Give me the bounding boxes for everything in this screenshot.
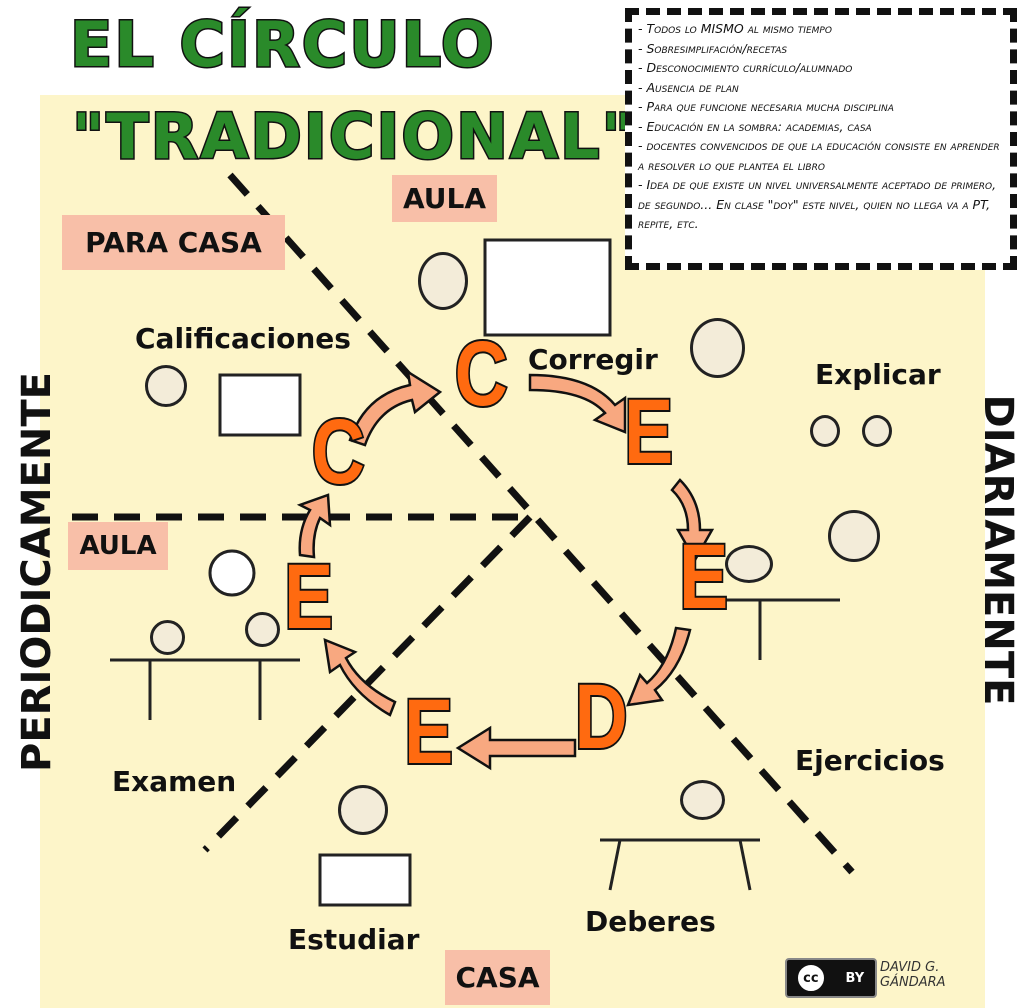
step-label-examen: Examen <box>112 765 237 798</box>
cycle-letter-corregir: C <box>453 321 509 427</box>
step-label-deberes: Deberes <box>585 905 716 938</box>
note-item: - Idea de que existe un nivel universalm… <box>638 177 997 231</box>
cc-icon: cc <box>797 965 824 991</box>
grades-sheet-illustration <box>218 373 302 437</box>
place-tag-aula-left: AULA <box>68 522 168 570</box>
exam-figure <box>150 620 185 655</box>
student-figure <box>810 415 840 447</box>
arrow-e-to-d <box>626 626 692 707</box>
clock-illustration <box>208 549 256 597</box>
cycle-letter-estudiar: E <box>403 679 455 785</box>
homework-desk-illustration <box>600 838 760 891</box>
cycle-letter-examen: E <box>283 544 335 650</box>
step-label-calificaciones: Calificaciones <box>135 322 351 355</box>
exercise-figure <box>828 510 880 562</box>
cycle-letter-ejercicios: E <box>678 524 730 630</box>
step-label-estudiar: Estudiar <box>288 923 420 956</box>
whiteboard-illustration <box>483 238 612 337</box>
notes-box: - Todos lo MISMO al mismo tiempo - Sobre… <box>625 8 1017 270</box>
note-item: - Desconocimiento currículo/alumnado <box>638 60 853 75</box>
dashed-divider-diagonal <box>227 172 855 875</box>
exercise-figure <box>725 545 773 583</box>
author-signature: DAVID G. GÁNDARA <box>880 960 946 990</box>
arrow-c-to-c <box>348 369 443 447</box>
arrow-e-to-e <box>670 478 715 563</box>
note-item: - Sobresimplifación/recetas <box>638 40 788 56</box>
title-line-2: "TRADICIONAL" <box>71 99 636 175</box>
attribution-icon: BY <box>845 970 865 986</box>
cycle-letter-explicar: E <box>623 379 675 485</box>
desks-illustration <box>110 598 840 720</box>
student-figure <box>862 415 892 447</box>
arrow-e-to-e-left <box>323 638 397 717</box>
place-tag-aula-top: AULA <box>392 175 497 222</box>
studying-figure <box>338 785 388 835</box>
note-item: - Ausencia de plan <box>638 79 739 95</box>
cc-license-badge[interactable]: cc BY <box>785 958 877 998</box>
note-item: - Todos lo MISMO al mismo tiempo <box>638 21 832 36</box>
teacher-figure <box>418 252 468 310</box>
step-label-explicar: Explicar <box>815 358 941 391</box>
grading-figure <box>145 365 187 407</box>
place-tag-para-casa: PARA CASA <box>62 215 285 270</box>
cycle-letter-deberes: D <box>573 664 629 770</box>
step-label-corregir: Corregir <box>528 343 658 376</box>
note-item: - docentes convencidos de que la educaci… <box>638 138 1000 173</box>
arrow-d-to-e <box>455 725 577 771</box>
step-label-ejercicios: Ejercicios <box>795 744 945 777</box>
frequency-label-periodically: PERIODICAMENTE <box>14 372 60 772</box>
place-tag-casa: CASA <box>445 950 550 1005</box>
note-item: - Para que funcione necesaria mucha disc… <box>638 99 894 114</box>
cycle-letter-calificaciones: C <box>310 399 366 505</box>
arrow-e-to-c <box>296 493 332 559</box>
homework-figure <box>680 780 725 820</box>
note-item: - Educación en la sombra: academias, cas… <box>638 118 872 134</box>
exam-figure <box>245 612 280 647</box>
arrow-c-to-e <box>528 373 627 434</box>
book-illustration <box>318 853 412 907</box>
title-line-1: EL CÍRCULO <box>69 7 496 83</box>
frequency-label-daily: DIARIAMENTE <box>975 394 1021 706</box>
explaining-figure <box>690 318 745 378</box>
